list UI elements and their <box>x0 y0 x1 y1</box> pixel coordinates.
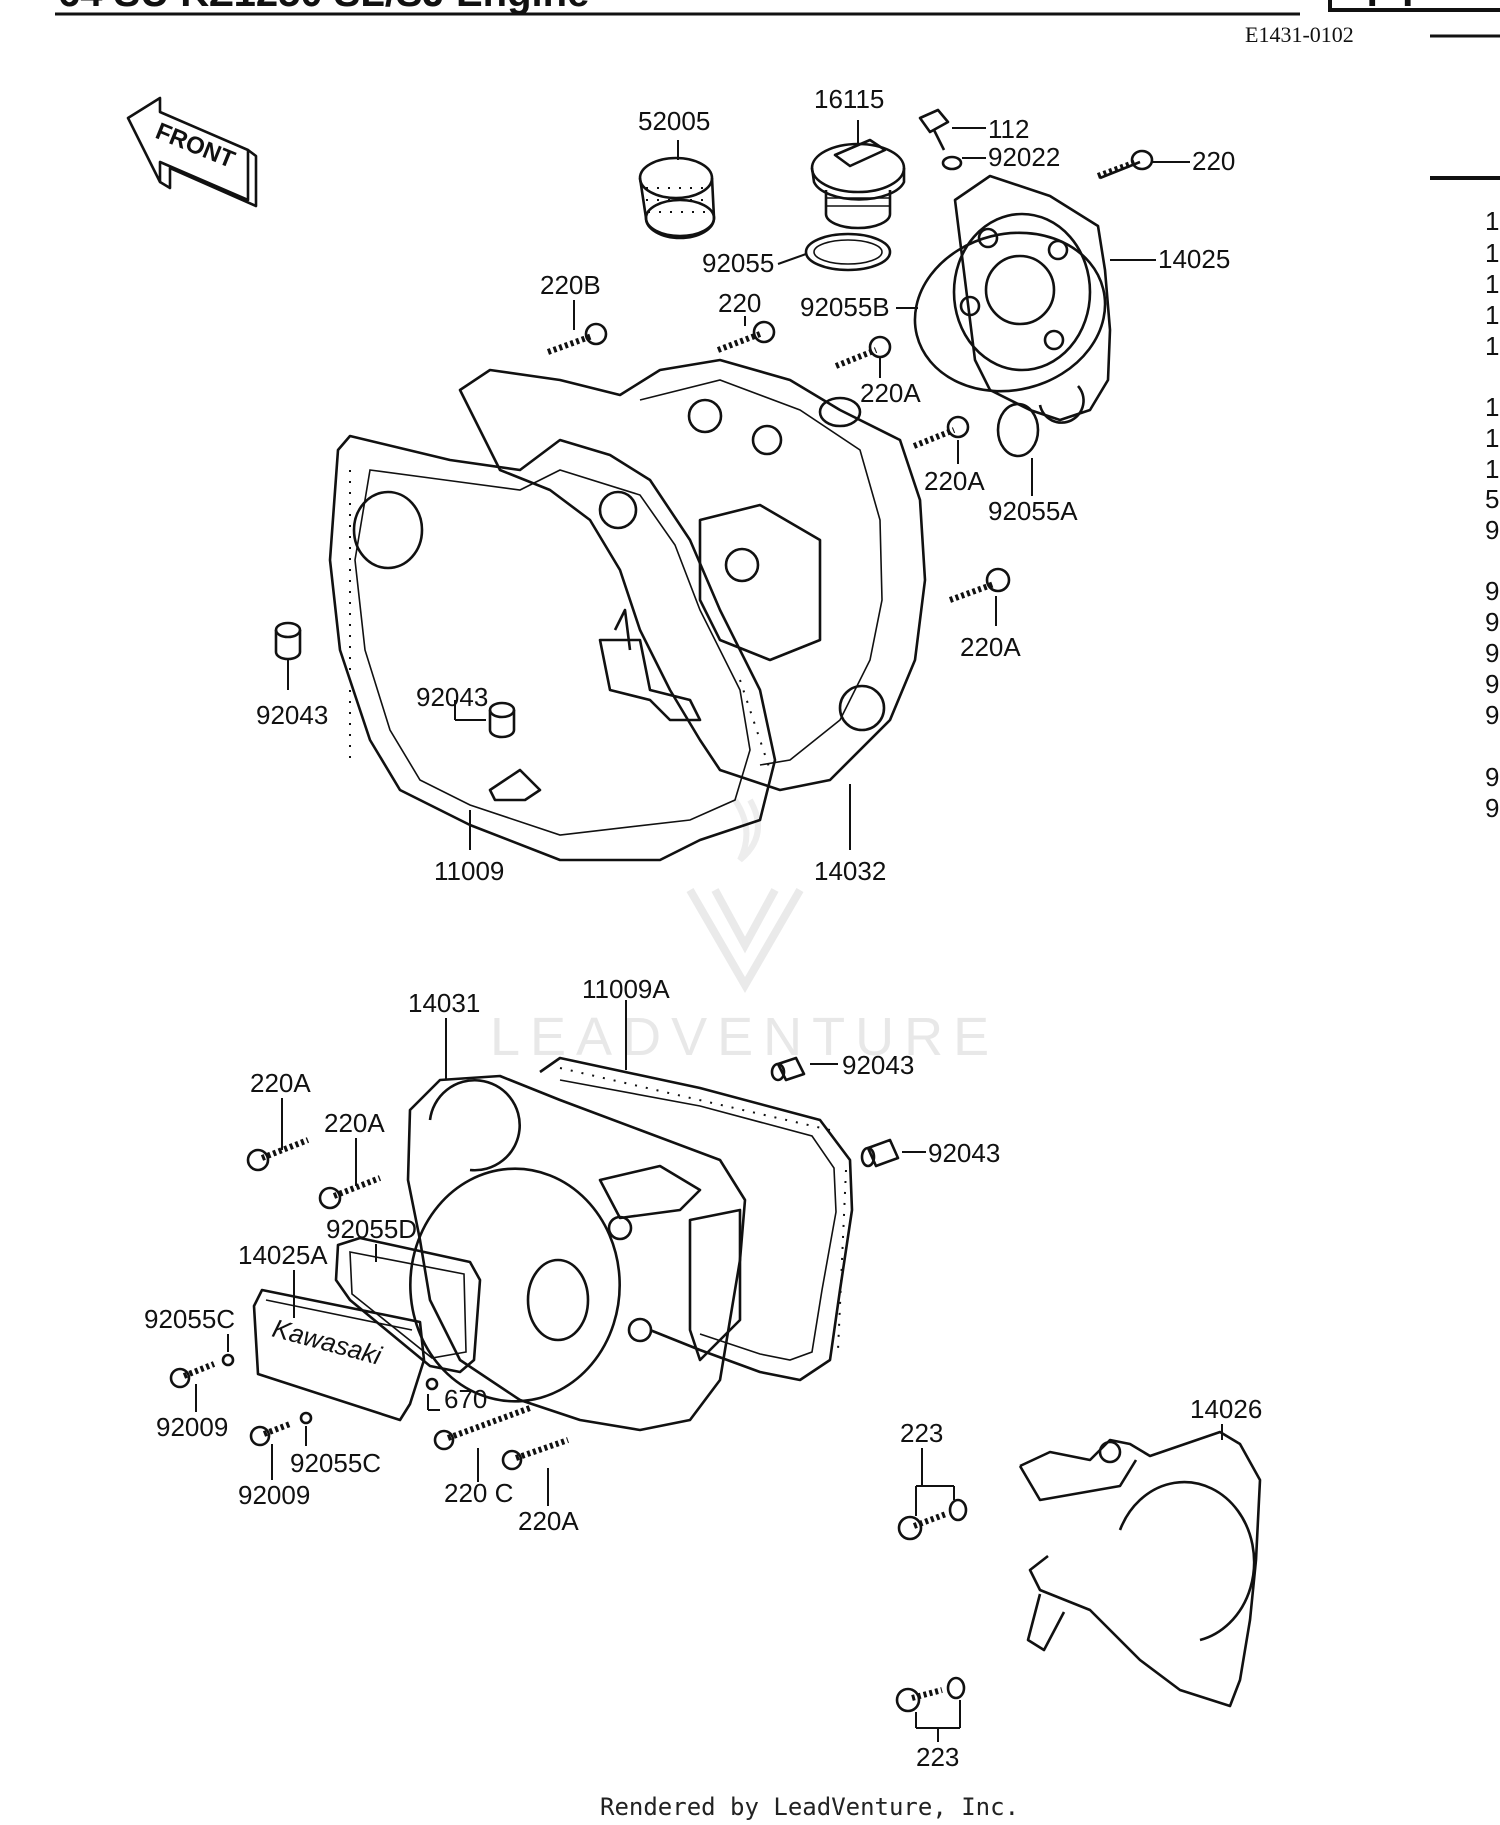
svg-text:1: 1 <box>1485 300 1499 330</box>
svg-text:1: 1 <box>1485 392 1499 422</box>
part-92009-screws <box>169 1353 439 1447</box>
svg-text:1: 1 <box>1485 206 1499 236</box>
label-52005: 52005 <box>638 106 710 136</box>
label-220-top: 220 <box>1192 146 1235 176</box>
svg-text:5: 5 <box>1485 484 1499 514</box>
part-92055D-gasket <box>334 1236 482 1374</box>
label-92055: 92055 <box>702 248 774 278</box>
part-112-bolt <box>918 108 963 171</box>
part-670-washer <box>425 1377 439 1391</box>
label-92022: 92022 <box>988 142 1060 172</box>
svg-text:1: 1 <box>1485 423 1499 453</box>
part-220B-bolt <box>546 322 608 355</box>
label-92055C-2: 92055C <box>290 1448 381 1478</box>
label-220-mid: 220 <box>718 288 761 318</box>
label-220C: 220 C <box>444 1478 513 1508</box>
label-220A-6: 220A <box>518 1506 579 1536</box>
corner-glyph: T T <box>1360 0 1420 15</box>
label-92043-r2: 92043 <box>928 1138 1000 1168</box>
part-92043-dowels-upper <box>274 621 516 739</box>
label-14025: 14025 <box>1158 244 1230 274</box>
label-11009: 11009 <box>434 856 504 886</box>
right-column-digits: 1 1 1 1 1 1 1 1 5 9 9 9 9 9 9 9 9 <box>1485 206 1499 823</box>
svg-text:9: 9 <box>1485 793 1499 823</box>
label-92055B: 92055B <box>800 292 890 322</box>
label-11009A: 11009A <box>582 974 670 1004</box>
label-670: 670 <box>444 1384 487 1414</box>
svg-text:1: 1 <box>1485 454 1499 484</box>
part-220-bolt-mid <box>716 320 776 353</box>
svg-text:9: 9 <box>1485 669 1499 699</box>
upper-assembly <box>274 108 1154 862</box>
part-14031-cover <box>406 1074 747 1432</box>
part-14032-crankcase-cover <box>458 358 927 792</box>
svg-text:1: 1 <box>1485 331 1499 361</box>
svg-text:1: 1 <box>1485 269 1499 299</box>
label-92055C-1: 92055C <box>144 1304 235 1334</box>
label-112: 112 <box>988 114 1029 144</box>
label-16115: 16115 <box>814 84 884 114</box>
svg-text:9: 9 <box>1485 700 1499 730</box>
label-14031: 14031 <box>408 988 480 1018</box>
page-title: 64 SU KZ1250 SL/SJ Engine <box>58 0 589 15</box>
part-92043-dowels-lower <box>770 1056 900 1168</box>
label-92043-center: 92043 <box>416 682 488 712</box>
part-16115-filler-cap <box>810 138 906 230</box>
part-52005-cap <box>638 156 716 240</box>
label-220A-1: 220A <box>860 378 921 408</box>
part-220A-bolts-upper <box>834 335 1011 603</box>
label-92043-left: 92043 <box>256 700 328 730</box>
label-92009-2: 92009 <box>238 1480 310 1510</box>
watermark-text: LEADVENTURE <box>490 1007 999 1067</box>
label-92055D: 92055D <box>326 1214 417 1244</box>
svg-text:9: 9 <box>1485 515 1499 545</box>
label-220A-5: 220A <box>324 1108 385 1138</box>
label-92009-1: 92009 <box>156 1412 228 1442</box>
label-14026: 14026 <box>1190 1394 1262 1424</box>
svg-text:9: 9 <box>1485 576 1499 606</box>
part-92055B-oring <box>913 231 1107 393</box>
footer-credit: Rendered by LeadVenture, Inc. <box>600 1793 1019 1821</box>
part-number-labels: 52005 16115 112 92022 220 14025 92055 22… <box>144 84 1262 1772</box>
label-14032: 14032 <box>814 856 886 886</box>
svg-text:9: 9 <box>1485 762 1499 792</box>
corner-tab <box>1328 0 1500 12</box>
part-92055A-oring <box>996 402 1040 458</box>
label-14025A: 14025A <box>238 1240 328 1270</box>
label-92055A: 92055A <box>988 496 1078 526</box>
reference-code: E1431-0102 <box>1245 22 1354 47</box>
part-92055-oring <box>804 232 892 272</box>
label-220A-2: 220A <box>924 466 985 496</box>
svg-text:9: 9 <box>1485 607 1499 637</box>
part-14025A-badge: Kawasaki <box>252 1288 426 1422</box>
part-220-bolt-top <box>1096 149 1154 180</box>
front-arrow-icon: FRONT <box>126 96 258 208</box>
page-header: 64 SU KZ1250 SL/SJ Engine E1431-0102 T T <box>55 0 1500 180</box>
label-220A-4: 220A <box>250 1068 311 1098</box>
part-14026-guard <box>895 1430 1262 1713</box>
svg-text:1: 1 <box>1485 238 1499 268</box>
part-11009-gasket <box>328 434 777 862</box>
svg-text:9: 9 <box>1485 638 1499 668</box>
label-92043-r1: 92043 <box>842 1050 914 1080</box>
label-223-2: 223 <box>916 1742 959 1772</box>
label-220A-3: 220A <box>960 632 1021 662</box>
watermark: LEADVENTURE <box>490 798 999 1067</box>
part-11009A-gasket <box>539 1056 854 1382</box>
label-223-1: 223 <box>900 1418 943 1448</box>
part-220-bolts-lower <box>246 1137 569 1471</box>
leader-lines <box>195 120 1223 1742</box>
label-220B: 220B <box>540 270 601 300</box>
